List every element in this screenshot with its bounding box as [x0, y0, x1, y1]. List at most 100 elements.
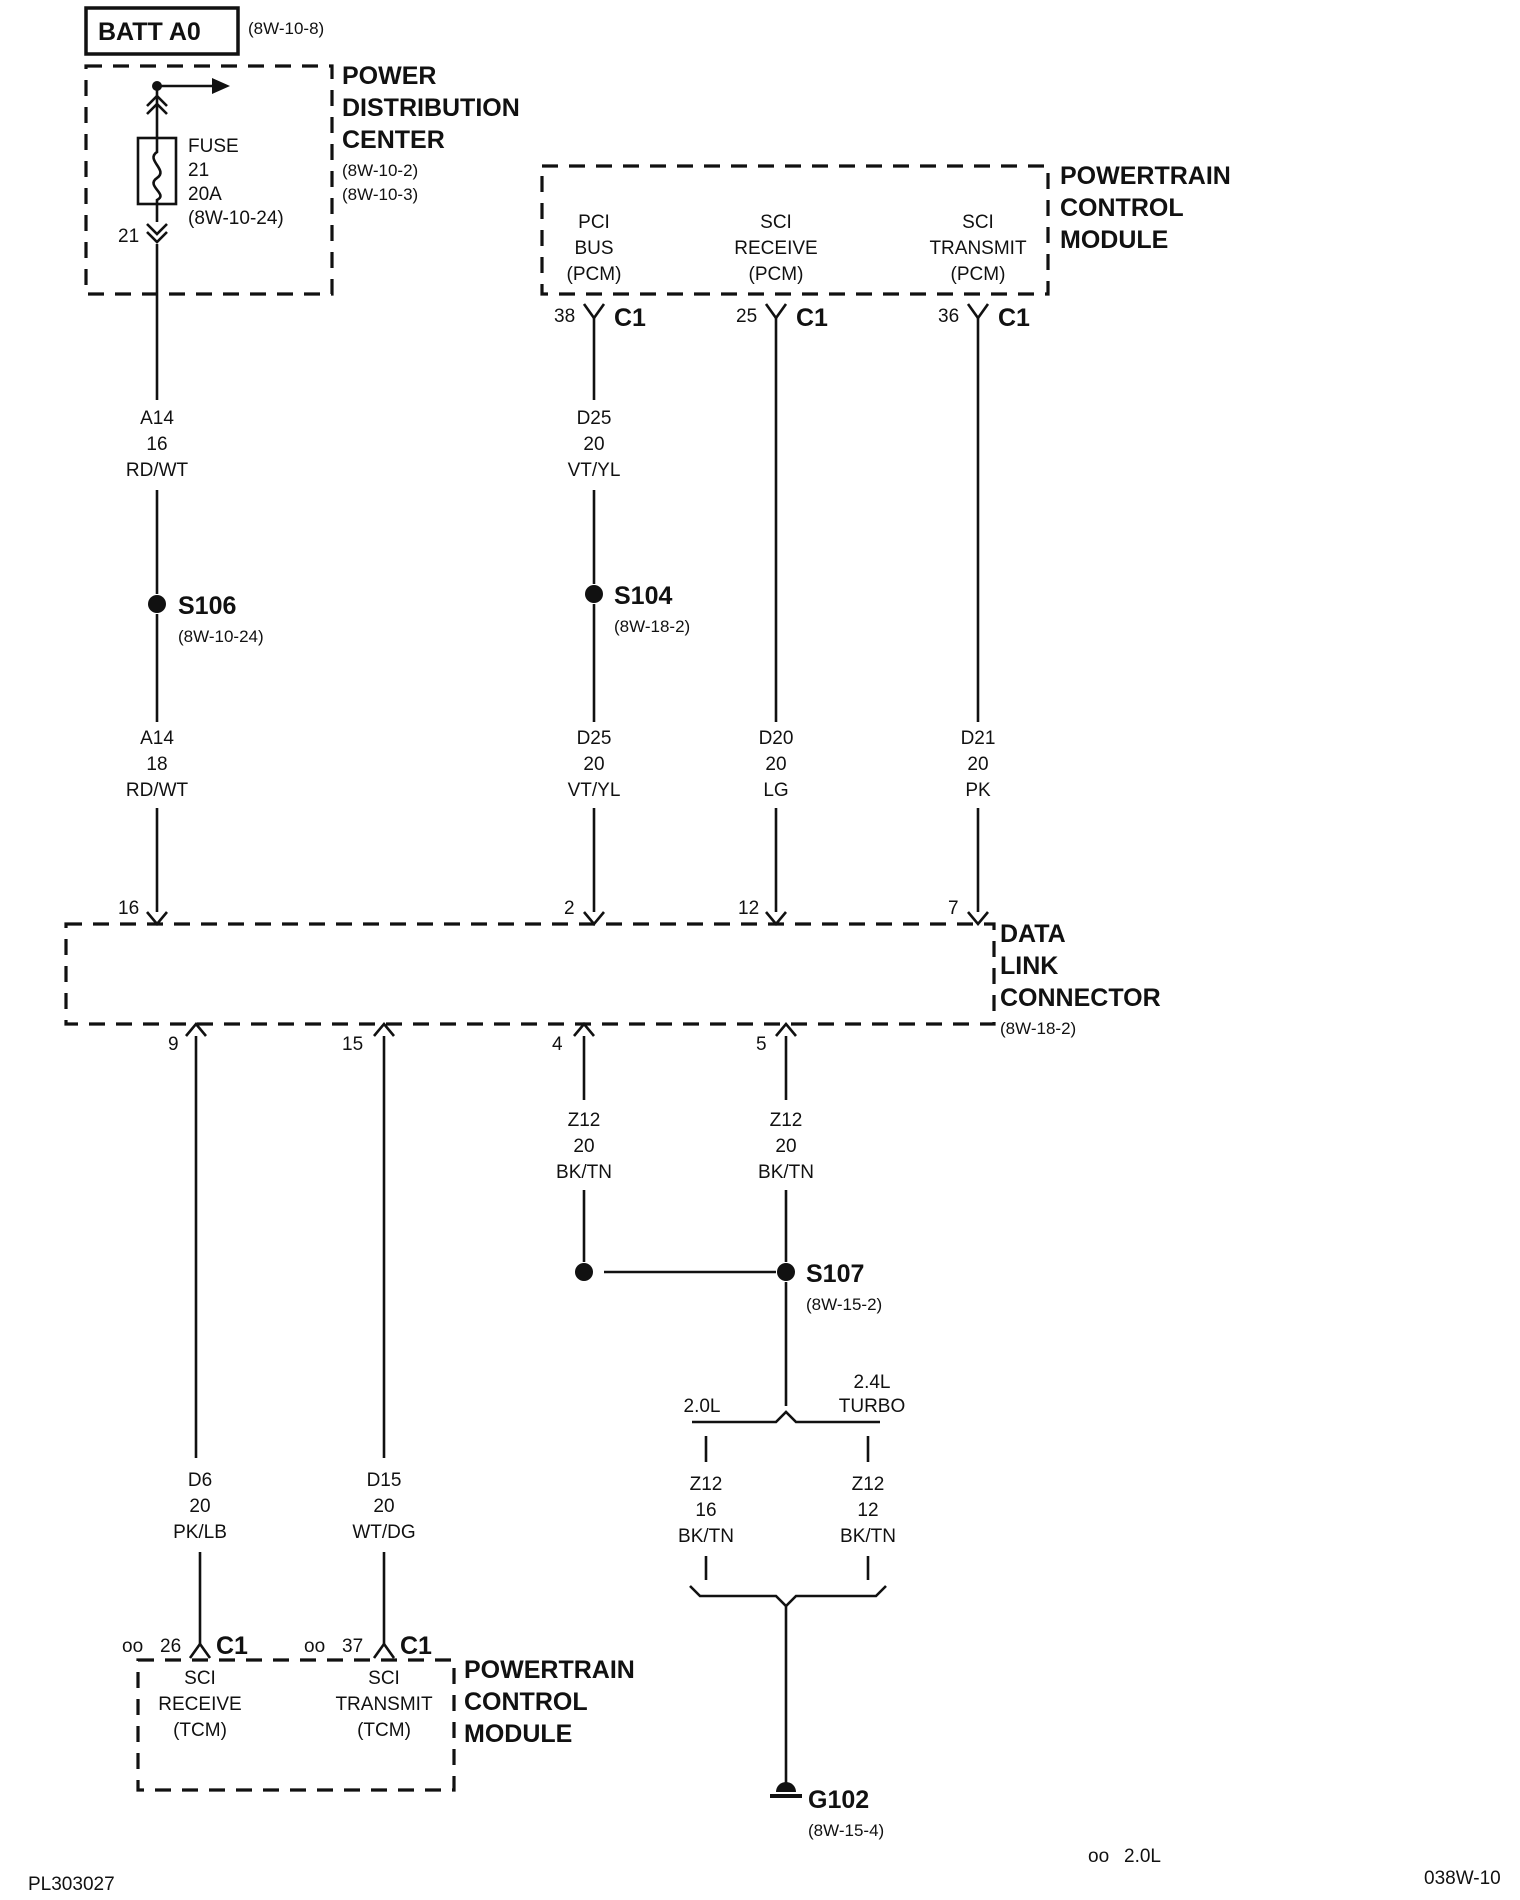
pdc-box [84, 64, 334, 296]
pdc-ref-2: (8W-10-3) [342, 185, 418, 204]
footer-right: 038W-10 [1424, 1868, 1501, 1889]
fuse-label-1: FUSE [188, 136, 239, 157]
dlc-top-pin-2 [583, 911, 605, 927]
dlc-top-pin-4 [967, 911, 989, 927]
dlc-bot-cav-3: 4 [552, 1034, 563, 1055]
d20-3: LG [763, 780, 788, 801]
pcm-top-box [540, 164, 1050, 296]
dlc-bot-pin-1 [185, 1021, 207, 1037]
dlc-bot-cav-2: 15 [342, 1034, 363, 1055]
s106-ref: (8W-10-24) [178, 627, 264, 646]
z12-left-junction [575, 1263, 593, 1281]
ground-icon [776, 1782, 796, 1792]
pcm-pin3-line2: TRANSMIT [929, 238, 1027, 259]
pcm-pin1-cavity: 38 [554, 306, 575, 327]
pcm-top-name-3: MODULE [1060, 226, 1168, 254]
pcm-bot-pin2-line2: TRANSMIT [335, 1694, 433, 1715]
pcm-pin3-cavity: 36 [938, 306, 959, 327]
d6-3: PK/LB [173, 1522, 227, 1543]
ground-name: G102 [808, 1786, 869, 1814]
pcm-pin1-line2: BUS [574, 238, 613, 259]
d20-1: D20 [759, 728, 794, 749]
dlc-name-1: DATA [1000, 920, 1066, 948]
pcm-bot-pin1-line1: SCI [184, 1668, 216, 1689]
pcm-pin2-line2: RECEIVE [734, 238, 817, 259]
d15-2: 20 [373, 1496, 394, 1517]
pcm-bottom-name-3: MODULE [464, 1720, 572, 1748]
a14-lower-1: A14 [140, 728, 174, 749]
pcm-bot-pin1-connector [188, 1641, 212, 1659]
pcm-pin3-line1: SCI [962, 212, 994, 233]
pcm-bot-pin2-line1: SCI [368, 1668, 400, 1689]
dlc-bot-cav-4: 5 [756, 1034, 767, 1055]
pcm-bot-pin1-cavity: 26 [160, 1636, 181, 1657]
z12-right-2: 20 [775, 1136, 796, 1157]
pcm-bottom-name-1: POWERTRAIN [464, 1656, 635, 1684]
pdc-cavity: 21 [118, 226, 139, 247]
s106-name: S106 [178, 592, 236, 620]
pdc-name-2: DISTRIBUTION [342, 94, 520, 122]
pcm-pin2-connector [764, 303, 788, 321]
legend-text: 2.0L [1124, 1846, 1161, 1867]
footer-left: PL303027 [28, 1874, 115, 1895]
engine-merge-brace [689, 1585, 887, 1608]
d6-1: D6 [188, 1470, 212, 1491]
legend-marker: oo [1088, 1846, 1109, 1867]
d15-1: D15 [367, 1470, 402, 1491]
pcm-bot-pin2-conn: C1 [400, 1632, 432, 1660]
pcm-bot-pin1-marker: oo [122, 1636, 143, 1657]
s107-dot [777, 1263, 795, 1281]
batt-ref: (8W-10-8) [248, 19, 324, 38]
dlc-top-pin-1 [146, 911, 168, 927]
z12-right-1: Z12 [770, 1110, 803, 1131]
z12-left-2: 20 [573, 1136, 594, 1157]
pcm-pin2-cavity: 25 [736, 306, 757, 327]
pdc-chevron-top-2 [146, 102, 168, 115]
engine-split-right-2: TURBO [839, 1396, 906, 1417]
z12-left-1: Z12 [568, 1110, 601, 1131]
fuse-label-4: (8W-10-24) [188, 208, 284, 229]
s104-name: S104 [614, 582, 672, 610]
dlc-top-cav-1: 16 [118, 898, 139, 919]
pcm-pin2-line3: (PCM) [749, 264, 804, 285]
dlc-top-cav-4: 7 [948, 898, 959, 919]
d21-1: D21 [961, 728, 996, 749]
d20-2: 20 [765, 754, 786, 775]
pcm-bot-pin1-line3: (TCM) [173, 1720, 227, 1741]
pdc-chevron-bot-2 [146, 231, 168, 244]
pcm-bot-pin2-cavity: 37 [342, 1636, 363, 1657]
pcm-bottom-box [136, 1658, 456, 1792]
s106-dot [148, 595, 166, 613]
a14-upper-1: A14 [140, 408, 174, 429]
s104-ref: (8W-18-2) [614, 617, 690, 636]
d25-upper-3: VT/YL [568, 460, 621, 481]
pcm-bot-pin2-connector [372, 1641, 396, 1659]
dlc-top-cav-2: 2 [564, 898, 575, 919]
pcm-bot-pin2-line3: (TCM) [357, 1720, 411, 1741]
z12-20l-1: Z12 [690, 1474, 723, 1495]
a14-lower-3: RD/WT [126, 780, 189, 801]
pdc-arrow-head [212, 78, 230, 94]
engine-split-left: 2.0L [684, 1396, 721, 1417]
z12-20l-2: 16 [695, 1500, 716, 1521]
dlc-bot-pin-4 [775, 1021, 797, 1037]
pcm-pin2-conn: C1 [796, 304, 828, 332]
pcm-pin1-conn: C1 [614, 304, 646, 332]
fuse-label-2: 21 [188, 160, 209, 181]
pdc-name-3: CENTER [342, 126, 445, 154]
pcm-bot-pin2-marker: oo [304, 1636, 325, 1657]
dlc-top-cav-3: 12 [738, 898, 759, 919]
pcm-pin1-connector [582, 303, 606, 321]
pdc-chevron-bot-1 [146, 223, 168, 236]
pcm-pin1-line1: PCI [578, 212, 610, 233]
d21-2: 20 [967, 754, 988, 775]
d25-lower-1: D25 [577, 728, 612, 749]
batt-box [84, 6, 240, 56]
d6-2: 20 [189, 1496, 210, 1517]
pcm-top-name-2: CONTROL [1060, 194, 1184, 222]
engine-split-right-1: 2.4L [854, 1372, 891, 1393]
d25-lower-2: 20 [583, 754, 604, 775]
d15-3: WT/DG [352, 1522, 415, 1543]
d25-upper-2: 20 [583, 434, 604, 455]
